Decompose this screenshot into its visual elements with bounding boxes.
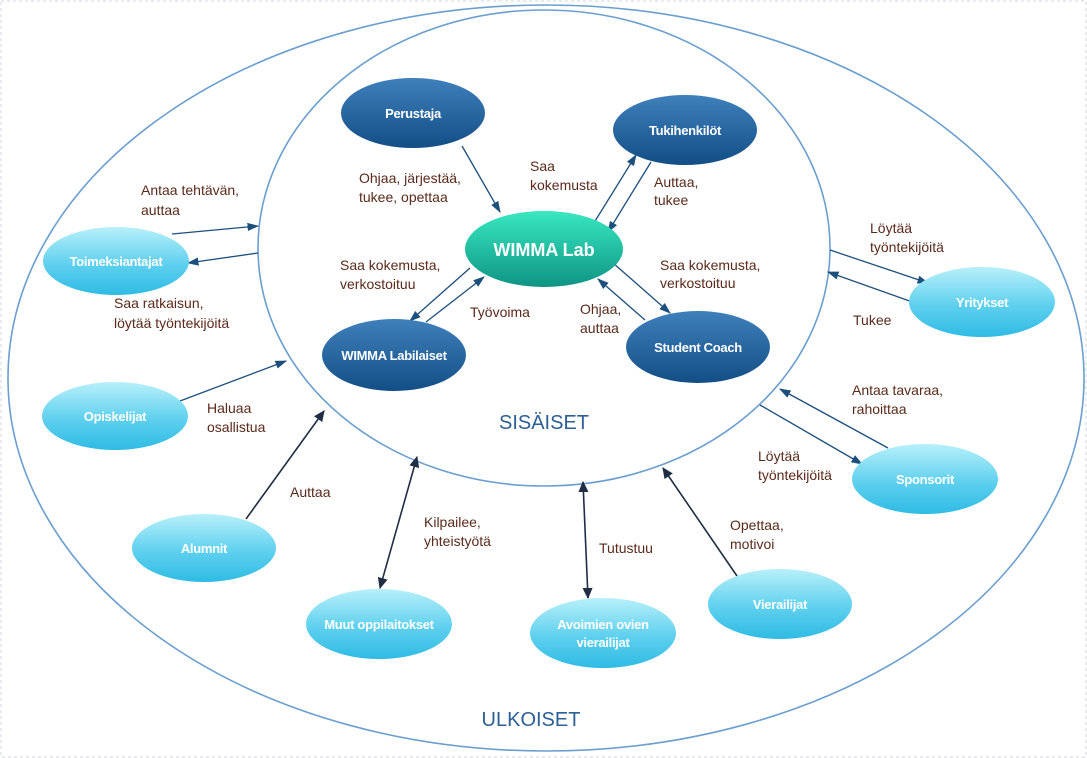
arrow-vierailijat-to-inner	[662, 467, 738, 577]
arrow-inner-to-yritykset	[829, 249, 930, 284]
rel-opettaa-motivoi-line2: motivoi	[730, 536, 774, 552]
arrow-muut-oppilaitokset-inner	[377, 455, 420, 590]
rel-saa-ratkaisun-line1: Saa ratkaisun,	[114, 295, 204, 311]
arrow-coach-to-wimma	[597, 278, 646, 321]
rel-saa-kokemusta-tuki-line2: kokemusta	[530, 177, 598, 193]
rel-perustaja-line1: Ohjaa, järjestää,	[359, 170, 461, 186]
node-center-wimma-lab[interactable]: WIMMA Lab	[465, 211, 623, 287]
rel-antaa-tavaraa-line1: Antaa tavaraa,	[852, 382, 943, 398]
rel-auttaa-tukee-line2: tukee	[654, 192, 688, 208]
relation-labels: Ohjaa, järjestää, tukee, opettaa Saa kok…	[114, 158, 944, 556]
rel-antaa-tehtavan-line1: Antaa tehtävän,	[141, 182, 239, 198]
toimeksiantajat-label: Toimeksiantajat	[70, 254, 164, 269]
arrow-opiskelijat-to-inner	[179, 360, 288, 402]
node-opiskelijat[interactable]: Opiskelijat	[42, 382, 188, 450]
inner-zone	[257, 9, 831, 487]
node-yritykset[interactable]: Yritykset	[909, 267, 1055, 337]
outer-zone-label: ULKOISET	[482, 709, 581, 731]
arrows	[171, 145, 930, 600]
node-tukihenkilot[interactable]: Tukihenkilöt	[613, 95, 757, 165]
avoimien-ovien-label-line1: Avoimien ovien	[557, 617, 649, 632]
rel-antaa-tehtavan-line2: auttaa	[141, 202, 180, 218]
arrow-perustaja-to-wimma	[461, 145, 501, 214]
rel-auttaa-tukee-line1: Auttaa,	[654, 174, 698, 190]
arrow-alumnit-to-inner	[245, 410, 325, 520]
rel-haluaa-osallistua-line1: Haluaa	[207, 400, 252, 416]
perustaja-label: Perustaja	[385, 106, 442, 121]
rel-yritykset-loytaa-line1: Löytää	[870, 220, 912, 236]
inner-zone-label: SISÄISET	[499, 412, 589, 434]
rel-opettaa-motivoi-line1: Opettaa,	[730, 517, 784, 533]
node-vierailijat[interactable]: Vierailijat	[708, 569, 852, 639]
arrow-yritykset-to-inner	[826, 271, 919, 305]
arrow-wimma-to-tuki	[591, 154, 637, 227]
rel-tyovoima: Työvoima	[470, 304, 530, 320]
arrow-wimma-to-labilaiset	[409, 267, 471, 322]
rel-tukee: Tukee	[853, 312, 892, 328]
arrow-inner-to-sponsorit	[759, 404, 864, 465]
arrow-inner-to-toimeksiantajat	[186, 252, 259, 266]
node-student-coach[interactable]: Student Coach	[626, 311, 770, 383]
node-wimma-labilaiset[interactable]: WIMMA Labilaiset	[322, 319, 466, 391]
node-alumnit[interactable]: Alumnit	[132, 514, 276, 582]
muut-oppilaitokset-label: Muut oppilaitokset	[324, 617, 434, 632]
center-label: WIMMA Lab	[493, 240, 594, 260]
rel-coach-saa-line1: Saa kokemusta,	[660, 257, 760, 273]
node-sponsorit[interactable]: Sponsorit	[852, 444, 998, 514]
rel-kilpailee-line2: yhteistyötä	[424, 533, 491, 549]
student-coach-label: Student Coach	[654, 340, 742, 355]
rel-saa-ratkaisun-line2: löytää työntekijöitä	[114, 315, 229, 331]
rel-saa-kokemusta-tuki-line1: Saa	[530, 158, 555, 174]
arrow-wimma-to-coach	[612, 262, 671, 314]
rel-kilpailee-line1: Kilpailee,	[424, 514, 481, 530]
opiskelijat-label: Opiskelijat	[84, 409, 147, 424]
node-avoimien-ovien-vierailijat[interactable]: Avoimien ovien vierailijat	[530, 598, 676, 668]
labilaiset-label: WIMMA Labilaiset	[341, 348, 447, 363]
rel-labilaiset-saa-line2: verkostoituu	[340, 276, 415, 292]
alumnit-label: Alumnit	[181, 541, 228, 556]
node-perustaja[interactable]: Perustaja	[341, 78, 485, 148]
rel-alumnit-auttaa: Auttaa	[290, 484, 331, 500]
rel-sponsorit-loytaa-line1: Löytää	[758, 448, 800, 464]
arrow-sponsorit-to-inner	[778, 388, 889, 449]
rel-labilaiset-saa-line1: Saa kokemusta,	[340, 257, 440, 273]
rel-antaa-tavaraa-line2: rahoittaa	[852, 401, 907, 417]
vierailijat-label: Vierailijat	[753, 597, 808, 612]
arrow-toimeksiantajat-to-inner	[171, 222, 260, 235]
node-muut-oppilaitokset[interactable]: Muut oppilaitokset	[306, 589, 452, 659]
arrow-tuki-to-wimma	[607, 161, 652, 233]
sponsorit-label: Sponsorit	[896, 472, 955, 487]
rel-ohjaa-auttaa-line2: auttaa	[580, 320, 619, 336]
rel-haluaa-osallistua-line2: osallistua	[207, 419, 266, 435]
arrow-labilaiset-to-wimma	[425, 276, 485, 323]
rel-coach-saa-line2: verkostoituu	[660, 275, 735, 291]
yritykset-label: Yritykset	[956, 295, 1009, 310]
node-toimeksiantajat[interactable]: Toimeksiantajat	[43, 227, 189, 295]
arrow-avoimien-ovien-inner	[578, 480, 593, 600]
avoimien-ovien-label-line2: vierailijat	[576, 635, 630, 650]
rel-tutustuu: Tutustuu	[599, 540, 653, 556]
rel-ohjaa-auttaa-line1: Ohjaa,	[580, 301, 621, 317]
rel-perustaja-line2: tukee, opettaa	[359, 189, 448, 205]
rel-yritykset-loytaa-line2: työntekijöitä	[870, 239, 944, 255]
outer-zone	[7, 4, 1085, 752]
tukihenkilot-label: Tukihenkilöt	[649, 123, 722, 138]
rel-sponsorit-loytaa-line2: työntekijöitä	[758, 467, 832, 483]
